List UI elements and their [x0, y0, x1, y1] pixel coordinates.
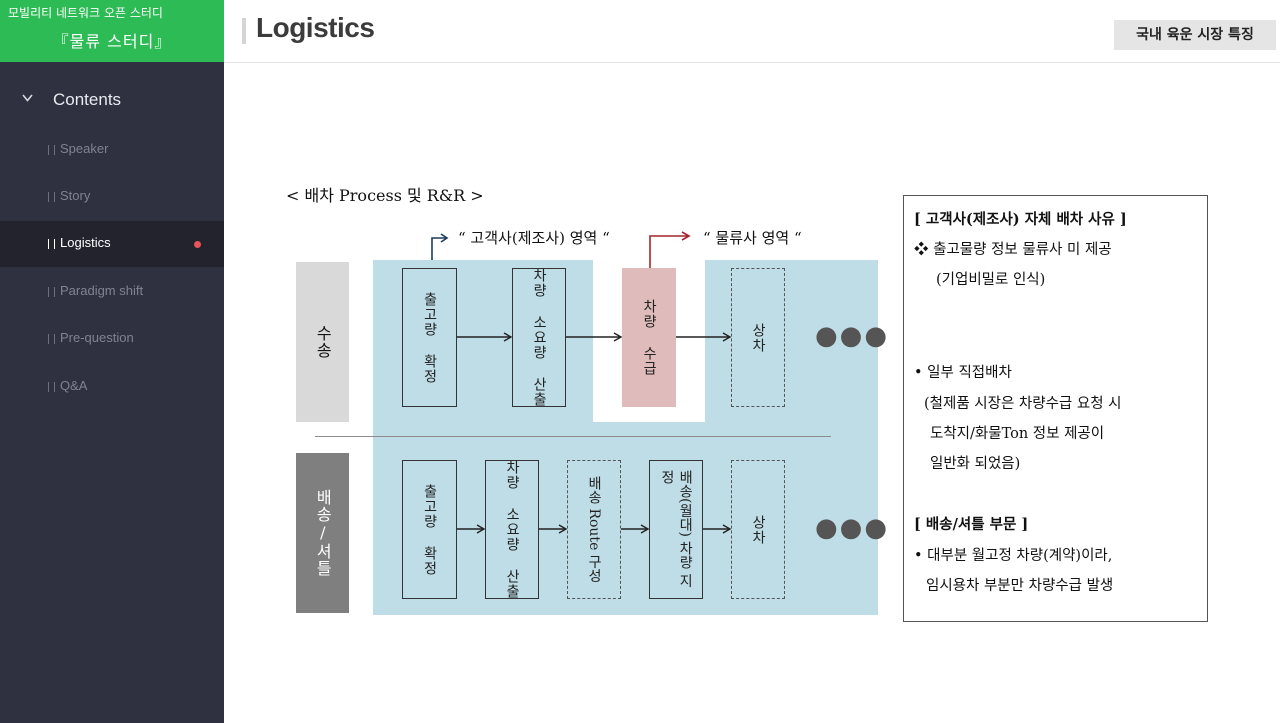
item-marker-icon — [48, 382, 55, 392]
sidebar-item-pre-question[interactable]: Pre-question — [0, 316, 224, 362]
note-section1-title: [ 고객사(제조사) 자체 배차 사유 ] — [914, 211, 1127, 228]
contents-toggle[interactable]: Contents — [0, 78, 224, 122]
region-label-logistics: “ 물류사 영역 “ — [703, 229, 802, 247]
active-indicator-dot — [194, 241, 201, 248]
sidebar-item-qna[interactable]: Q&A — [0, 364, 224, 410]
note-bullet2-line2: 도착지/화물Ton 정보 제공이 — [930, 426, 1105, 442]
sidebar-item-label: Story — [60, 188, 91, 203]
page-title: Logistics — [256, 12, 375, 43]
sidebar-item-label: Q&A — [60, 378, 88, 393]
ellipsis-icon: ●●● — [815, 321, 890, 351]
note-section2-line2: 임시용차 부분만 차량수급 발생 — [926, 578, 1114, 594]
sidebar-item-label: Speaker — [60, 141, 109, 156]
sidebar-item-label: Paradigm shift — [60, 283, 144, 298]
row-label-delivery-shuttle: 배송/셔틀 — [296, 453, 349, 613]
page-header: Logistics 국내 육운 시장 특징 — [224, 0, 1280, 63]
chevron-down-icon — [22, 91, 33, 106]
step-box-dashed: 상차 — [731, 268, 785, 407]
step-box: 출고량 확정 — [402, 460, 457, 599]
item-marker-icon — [48, 239, 55, 249]
note-section1-item: ❖ 출고물량 정보 물류사 미 제공 — [914, 242, 1112, 258]
panel-logistics-row1 — [705, 260, 878, 423]
organization-name: 모빌리티 네트워크 오픈 스터디 — [8, 6, 163, 20]
sidebar-item-story[interactable]: Story — [0, 174, 224, 220]
row2-arrows — [457, 524, 732, 534]
brand-header[interactable]: 모빌리티 네트워크 오픈 스터디 『물류 스터디』 — [0, 0, 224, 62]
step-box-dashed: 배송 Route 구성 — [567, 460, 621, 599]
sidebar-item-logistics[interactable]: Logistics — [0, 221, 224, 267]
diagram-title: < 배차 Process 및 R&R > — [286, 186, 484, 205]
section-tag: 국내 육운 시장 특징 — [1114, 20, 1276, 50]
row1-arrows — [457, 332, 732, 342]
notes-panel: [ 고객사(제조사) 자체 배차 사유 ] ❖ 출고물량 정보 물류사 미 제공… — [903, 195, 1208, 622]
panel-shipper-row1 — [373, 260, 593, 423]
study-title: 『물류 스터디』 — [52, 32, 172, 51]
note-bullet2-line1: (철제품 시장은 차량수급 요청 시 — [924, 396, 1122, 412]
step-box: 배송(월대) 차량 지정 — [649, 460, 703, 599]
note-section2-title: [ 배송/셔틀 부문 ] — [914, 516, 1029, 533]
step-box-dashed: 상차 — [731, 460, 785, 599]
item-marker-icon — [48, 192, 55, 202]
sidebar-item-paradigm-shift[interactable]: Paradigm shift — [0, 269, 224, 315]
step-box: 출고량 확정 — [402, 268, 457, 407]
row-divider — [315, 436, 831, 437]
sidebar-item-label: Logistics — [60, 235, 111, 250]
row-label-transport: 수송 — [296, 262, 349, 422]
step-box: 차량 소요량 산출 — [485, 460, 539, 599]
region-arrows — [431, 231, 691, 268]
title-accent-bar — [242, 18, 246, 44]
step-box: 차량 소요량 산출 — [512, 268, 566, 407]
item-marker-icon — [48, 334, 55, 344]
note-bullet2-line3: 일반화 되었음) — [930, 456, 1021, 472]
ellipsis-icon: ●●● — [815, 513, 890, 543]
note-section2-line1: • 대부분 월고정 차량(계약)이라, — [914, 548, 1113, 564]
sidebar: 모빌리티 네트워크 오픈 스터디 『물류 스터디』 Contents Speak… — [0, 0, 224, 723]
panel-row2 — [373, 422, 878, 615]
sidebar-item-label: Pre-question — [60, 330, 134, 345]
contents-label: Contents — [53, 90, 122, 109]
item-marker-icon — [48, 287, 55, 297]
note-bullet2: • 일부 직접배차 — [914, 365, 1012, 381]
step-box-highlight: 차량 수급 — [622, 268, 676, 407]
region-label-shipper: “ 고객사(제조사) 영역 “ — [458, 229, 610, 247]
item-marker-icon — [48, 145, 55, 155]
note-section1-sub: (기업비밀로 인식) — [936, 272, 1046, 288]
sidebar-item-speaker[interactable]: Speaker — [0, 127, 224, 173]
